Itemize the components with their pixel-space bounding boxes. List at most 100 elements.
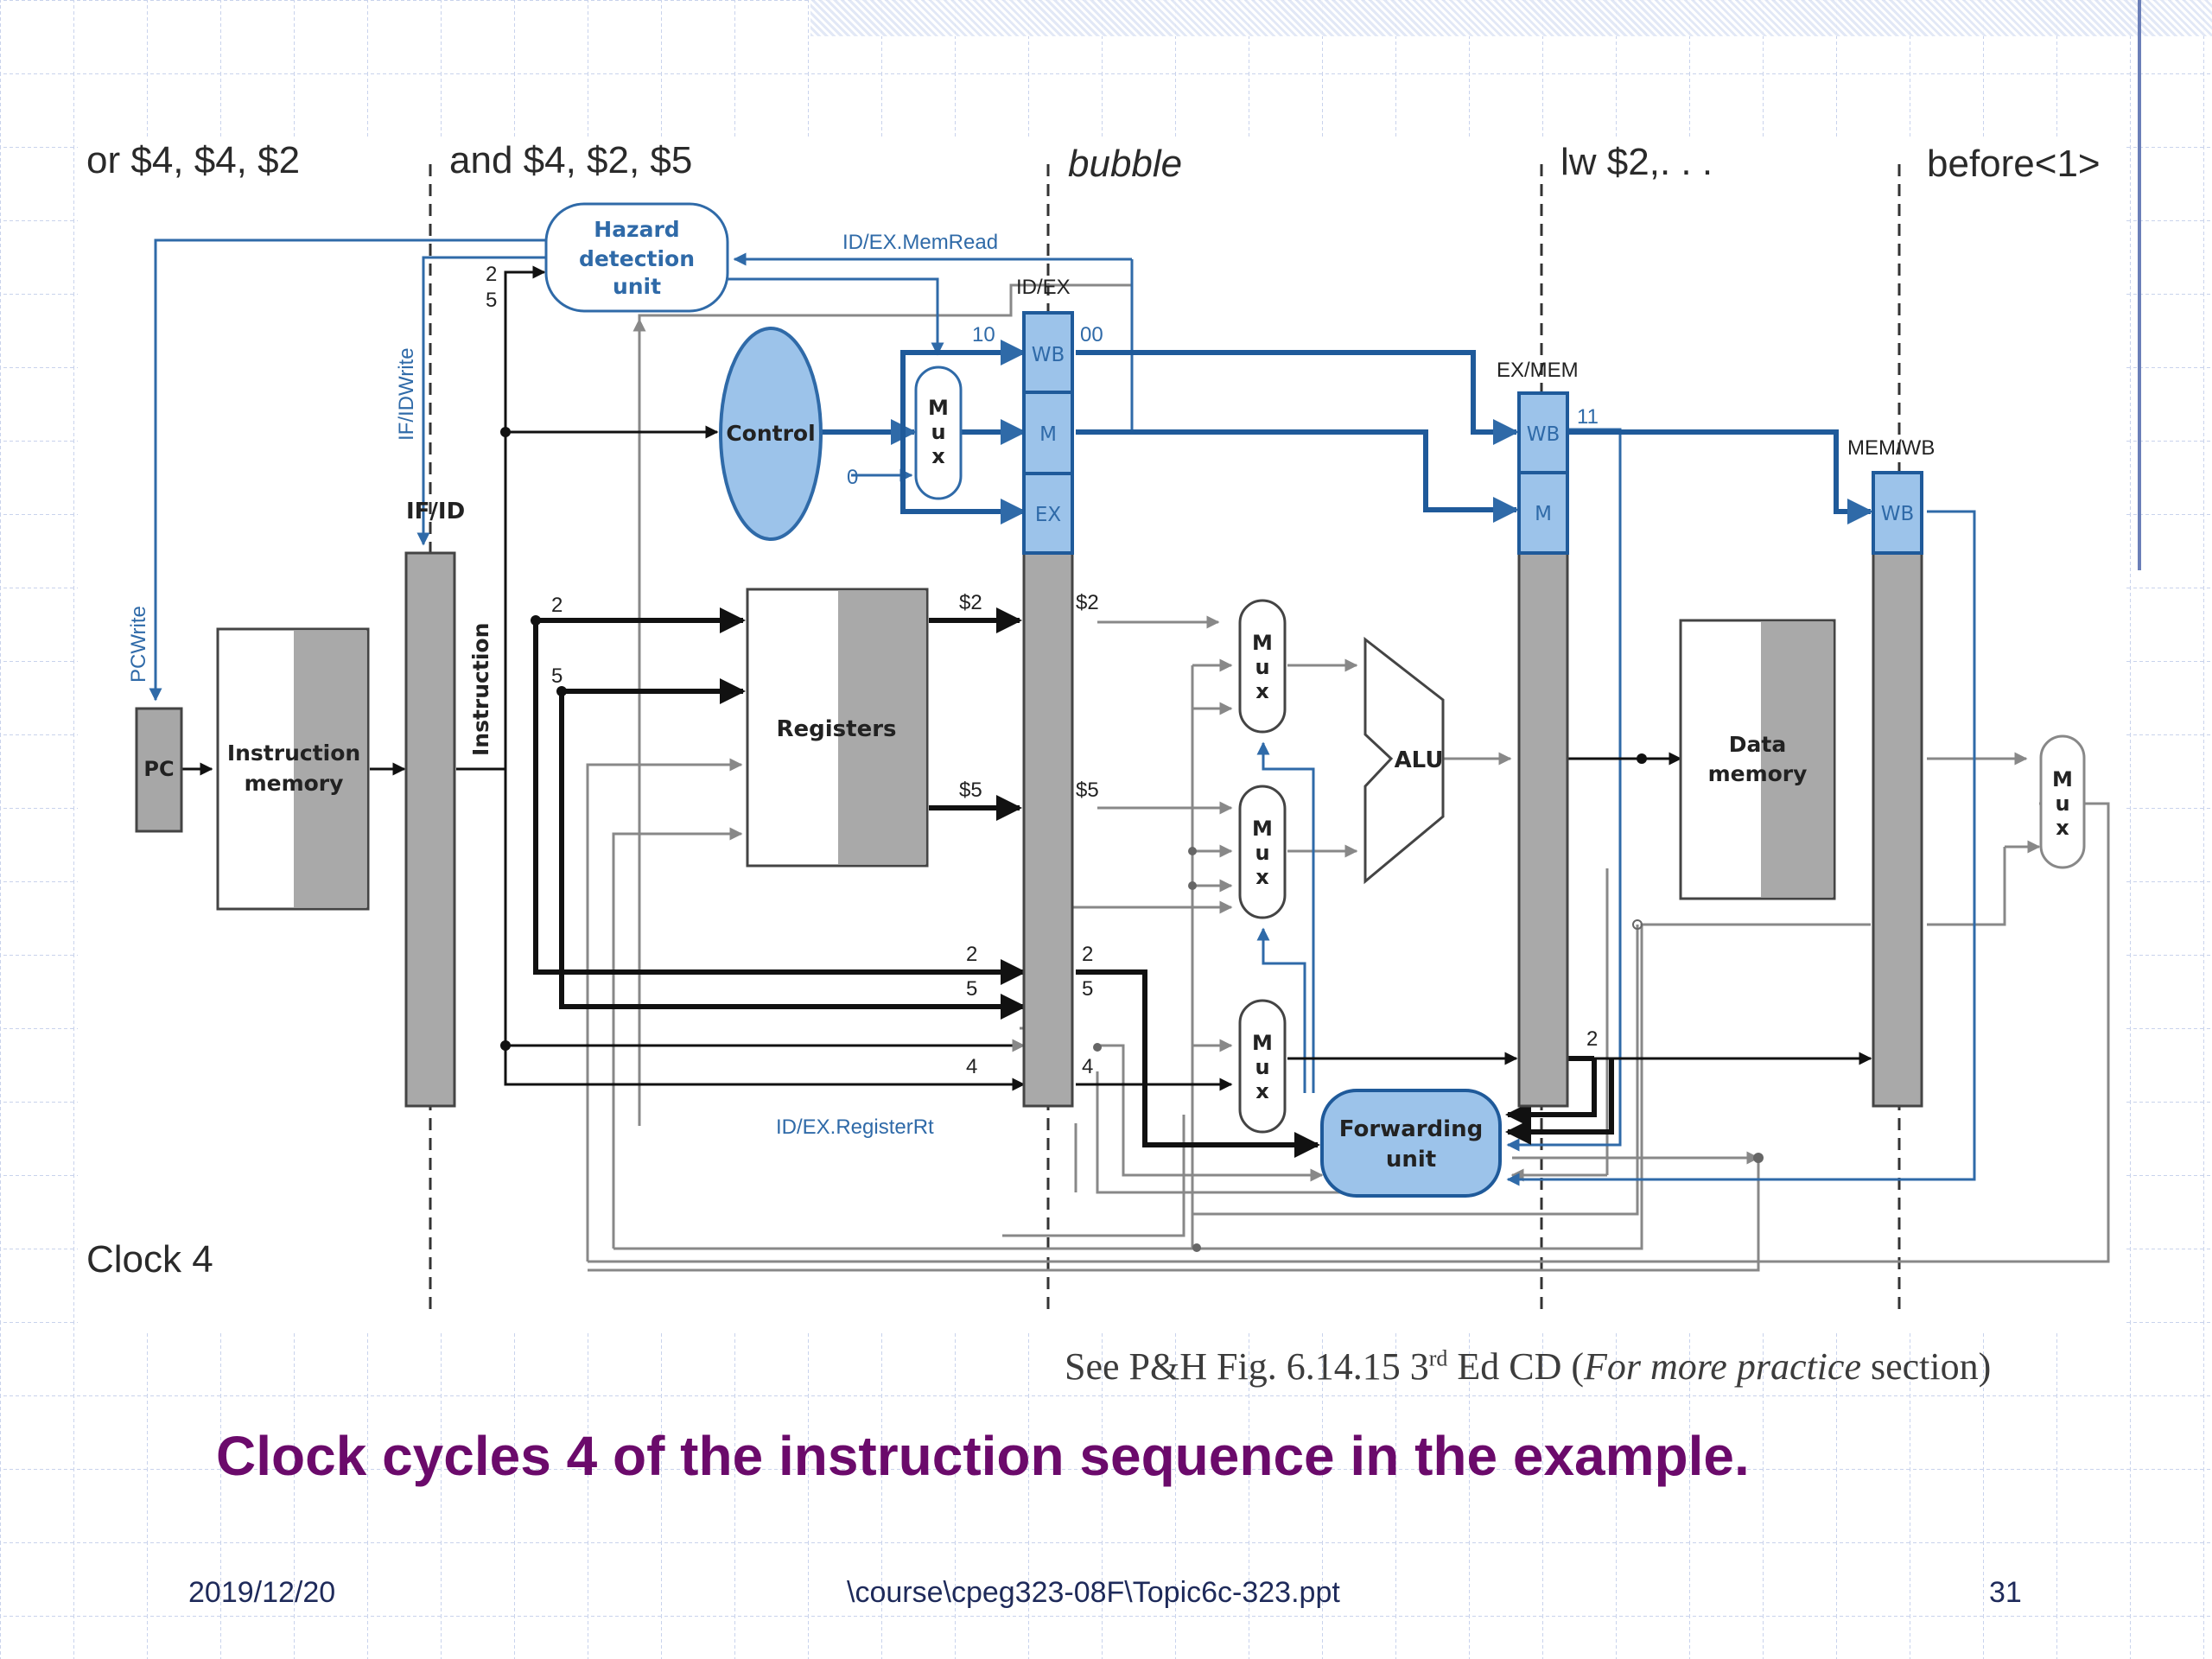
exmem-rd-2: 2 <box>1586 1027 1598 1051</box>
alu-mux-b: M u x <box>1238 785 1287 919</box>
idex-memread-label: ID/EX.MemRead <box>842 231 998 254</box>
reg-out-5: $5 <box>959 779 982 802</box>
idex-label: ID/EX <box>1016 276 1071 299</box>
stage-label-lw: lw $2,. . . <box>1560 141 1713 183</box>
hazard-label-1: Hazard <box>594 217 679 242</box>
idex-rt-5: 5 <box>1082 977 1093 1001</box>
pipe-2-left: 2 <box>966 943 977 966</box>
clock-label: Clock 4 <box>86 1238 213 1281</box>
instruction-memory: Instruction memory <box>216 627 370 911</box>
registers-label: Registers <box>776 716 896 742</box>
idex-register <box>1022 311 1074 1108</box>
regdst-mux: M u x <box>1238 999 1287 1134</box>
decorative-right-rule <box>2138 0 2141 570</box>
memwb-wb: WB <box>1881 503 1915 525</box>
memwb-label: MEM/WB <box>1847 436 1935 460</box>
alu-mux-b-x: x <box>1255 865 1269 889</box>
idex-m: M <box>1039 423 1057 446</box>
wb-mux-u: u <box>2055 791 2069 816</box>
alu-mux-a: M u x <box>1238 599 1287 734</box>
idex-out-5: $5 <box>1076 779 1099 802</box>
register-file: Registers <box>746 588 929 868</box>
regdst-mux-x: x <box>1255 1079 1269 1103</box>
rs-2-label: 2 <box>551 594 563 617</box>
control-paths <box>821 340 1873 524</box>
exmem-m: M <box>1535 503 1552 525</box>
alu-mux-a-u: u <box>1255 655 1269 679</box>
footer-page-number: 31 <box>1989 1576 2022 1609</box>
ifid-register <box>404 551 456 1108</box>
ifidwrite-label: IF/IDWrite <box>395 347 418 441</box>
alu-mux-b-u: u <box>1255 841 1269 865</box>
imem-label-2: memory <box>245 771 344 796</box>
idex-wb: WB <box>1032 344 1065 366</box>
footer-path: \course\cpeg323-08F\Topic6c-323.ppt <box>847 1576 1340 1609</box>
alu-label: ALU <box>1395 747 1444 773</box>
pc-label: PC <box>143 757 174 781</box>
writeback-mux: M u x <box>2039 734 2086 869</box>
hazard-in-2: 2 <box>486 263 497 286</box>
hazard-in-5: 5 <box>486 289 497 312</box>
idex-ex: EX <box>1035 504 1062 526</box>
regdst-mux-m: M <box>1252 1031 1273 1055</box>
idex-registerrt-label: ID/EX.RegisterRt <box>776 1116 934 1139</box>
hazard-detection-unit: Hazard detection unit <box>544 202 729 313</box>
caption-italic: For more practice <box>1584 1345 1861 1388</box>
forwarding-label-1: Forwarding <box>1339 1116 1483 1142</box>
thick-black-wires <box>533 607 1614 1158</box>
pipe-4-left: 4 <box>966 1055 977 1078</box>
forwarding-label-2: unit <box>1386 1147 1436 1173</box>
wb-mux-x: x <box>2056 816 2069 840</box>
caption-prefix: See P&H Fig. 6.14.15 3 <box>1065 1345 1429 1388</box>
caption-sup: rd <box>1428 1345 1448 1371</box>
control-mux-x: x <box>931 444 945 468</box>
decorative-top-band <box>810 0 2212 36</box>
imem-label-1: Instruction <box>227 741 360 766</box>
stage-label-and: and $4, $2, $5 <box>449 139 692 181</box>
instruction-label: Instruction <box>468 623 493 756</box>
value-10: 10 <box>972 323 995 346</box>
alu <box>1363 636 1445 885</box>
control-label: Control <box>726 421 815 446</box>
black-wires <box>181 265 1872 1091</box>
ifid-label: IF/ID <box>406 499 465 524</box>
footer-date: 2019/12/20 <box>188 1576 336 1609</box>
slide-title: Clock cycles 4 of the instruction sequen… <box>216 1425 1750 1487</box>
dmem-label-2: memory <box>1708 761 1808 786</box>
exmem-wb: WB <box>1527 423 1560 446</box>
alu-mux-a-m: M <box>1252 631 1273 655</box>
dmem-label-1: Data <box>1729 732 1786 757</box>
control-unit <box>719 327 823 541</box>
pc-register <box>135 707 183 833</box>
wb-mux-m: M <box>2052 767 2073 791</box>
exmem-label: EX/MEM <box>1497 359 1579 382</box>
idex-rd-4: 4 <box>1082 1055 1093 1078</box>
regdst-mux-u: u <box>1255 1055 1269 1079</box>
idex-out-2: $2 <box>1076 591 1099 614</box>
caption-mid: Ed CD ( <box>1447 1345 1585 1388</box>
zero-label: 0 <box>847 466 858 489</box>
hazard-label-3: unit <box>613 274 661 299</box>
forwarding-unit: Forwarding unit <box>1320 1089 1502 1198</box>
caption-suffix: section) <box>1861 1345 1992 1388</box>
data-memory: Data memory <box>1679 619 1836 900</box>
memwb-register <box>1872 471 1923 1108</box>
control-mux: M u x <box>914 365 963 500</box>
stage-dividers <box>429 164 1901 1313</box>
pcwrite-label: PCWrite <box>127 606 150 683</box>
stage-label-or: or $4, $4, $2 <box>86 139 300 181</box>
pipe-5-left: 5 <box>966 977 977 1001</box>
gray-wires <box>586 283 2110 1272</box>
stage-label-before: before<1> <box>1927 143 2101 185</box>
alu-mux-b-m: M <box>1252 817 1273 841</box>
value-11: 11 <box>1577 405 1599 429</box>
figure-caption: See P&H Fig. 6.14.15 3rd Ed CD (For more… <box>1065 1344 1991 1389</box>
value-00: 00 <box>1080 323 1103 346</box>
control-mux-u: u <box>931 420 945 444</box>
idex-rs-2: 2 <box>1082 943 1093 966</box>
control-mux-m: M <box>928 396 949 420</box>
rt-5-label: 5 <box>551 664 563 688</box>
reg-out-2: $2 <box>959 591 982 614</box>
hazard-label-2: detection <box>579 246 695 271</box>
